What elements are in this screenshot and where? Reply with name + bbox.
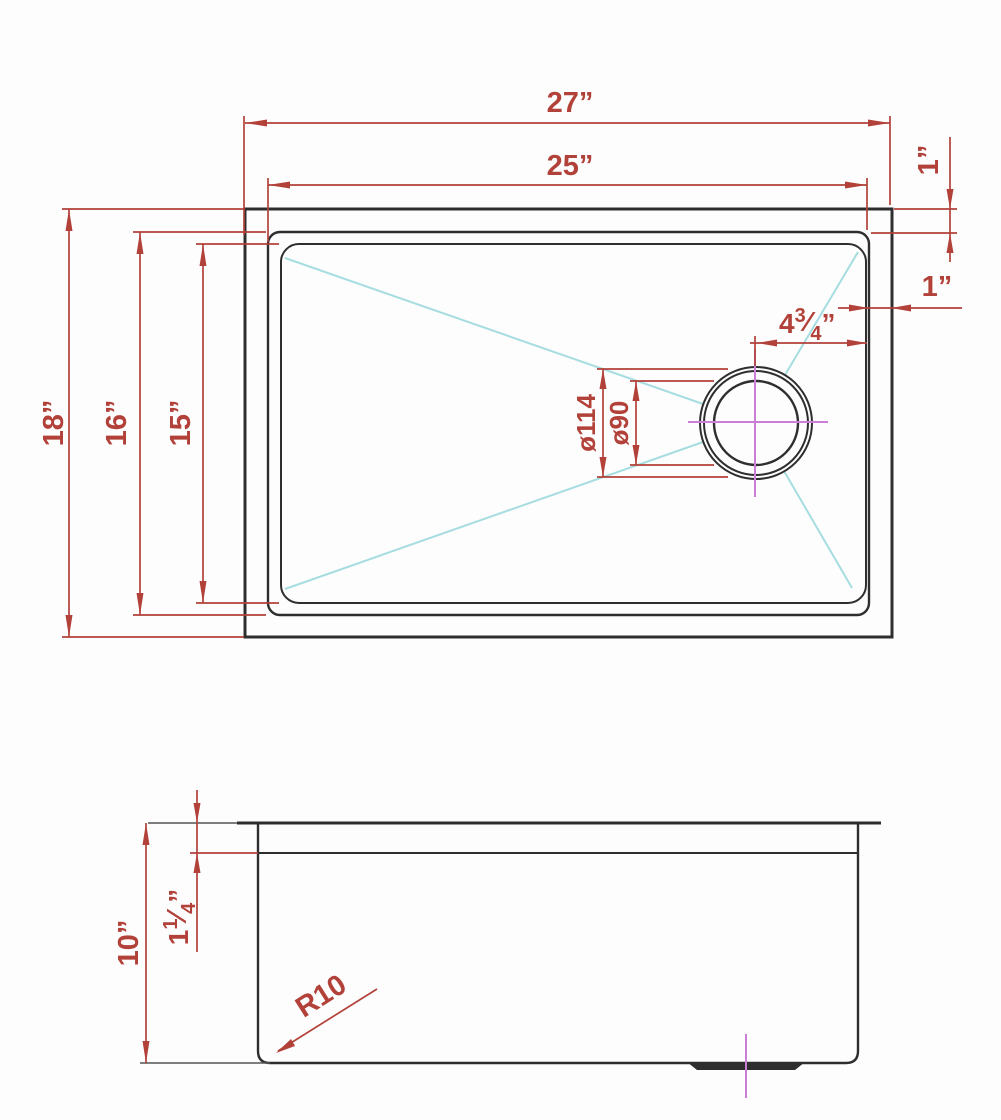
fraction-numerator: 3 (795, 305, 806, 327)
arrowhead (199, 581, 207, 603)
arrowhead (946, 189, 954, 209)
arrowhead (847, 339, 867, 347)
fraction-whole: 4 (779, 308, 795, 339)
dim-corner-radius: R10 (276, 969, 378, 1053)
arrowhead (142, 823, 150, 845)
dim-rim-top-right: 1” (871, 137, 957, 262)
arrowhead (142, 1041, 150, 1063)
dim-bowl-inner-depth: 15” (165, 243, 279, 604)
dim-label-rim-right-side: 1” (922, 271, 953, 303)
arrowhead (65, 209, 73, 231)
arrowhead (245, 119, 267, 127)
dim-bowl-outer-depth: 16” (101, 231, 266, 616)
dim-drain-offset: 43⁄4” (750, 305, 867, 366)
dim-label-drain-opening-dia: ø90 (604, 401, 634, 446)
arrowhead (136, 593, 144, 615)
side-view: 10” 11⁄4” R10 (113, 790, 881, 1098)
arrowhead (65, 615, 73, 637)
arrowhead (868, 119, 890, 127)
dim-label-bowl-outer-depth: 16” (101, 400, 133, 447)
dim-outer-depth: 18” (38, 208, 244, 638)
dim-label-bowl-inner-depth: 15” (165, 400, 197, 447)
dim-label-bowl-depth: 10” (113, 920, 145, 967)
top-view: 27” 25” 18” 16” (38, 87, 962, 639)
arrowhead (193, 803, 201, 823)
fraction-whole: 1 (163, 930, 194, 946)
arrowhead (946, 233, 954, 253)
arrowhead (849, 304, 869, 312)
arrowhead (632, 381, 640, 401)
arrowhead (757, 339, 777, 347)
arrowhead (136, 232, 144, 254)
dim-bowl-depth: 10” (113, 823, 150, 1063)
dim-label-rim-top-right: 1” (913, 145, 945, 176)
dim-bowl-width: 25” (267, 150, 868, 242)
dim-rim-right-side: 1” (838, 271, 962, 312)
crease-line-bottom-right (783, 470, 853, 589)
fraction-unit: ” (822, 308, 836, 339)
dim-label-drain-hole-dia: ø114 (571, 394, 601, 452)
dim-label-rim-height: 11⁄4” (160, 889, 200, 946)
fraction-denominator: 4 (810, 323, 822, 345)
fraction-unit: ” (163, 889, 194, 903)
sink-outer-flange-outline (243, 207, 894, 639)
fraction-numerator: 1 (160, 919, 182, 930)
arrowhead (276, 1039, 295, 1053)
bowl-left-wall (256, 823, 271, 1065)
dim-drain-hole-dia: ø114 (571, 368, 728, 478)
dim-label-outer-width: 27” (547, 87, 594, 119)
bowl-bottom-edge-outline (280, 243, 867, 604)
dim-drain-opening-dia: ø90 (604, 380, 714, 466)
leader-line (277, 988, 378, 1052)
crease-line-bottom-left (284, 441, 704, 590)
bowl-right-wall (845, 823, 860, 1065)
arrowhead (599, 457, 607, 477)
arrowhead (632, 445, 640, 465)
dim-rim-height: 11⁄4” (160, 790, 258, 952)
dim-label-outer-depth: 18” (38, 400, 70, 447)
arrowhead (599, 369, 607, 389)
dim-outer-width: 27” (243, 87, 891, 235)
crease-line-top-left (284, 257, 704, 405)
crease-line-top-right (784, 251, 859, 376)
bowl-top-edge-outline (266, 230, 871, 617)
arrowhead (891, 304, 911, 312)
fraction-denominator: 4 (178, 902, 200, 914)
arrowhead (193, 853, 201, 873)
dim-label-bowl-width: 25” (547, 150, 594, 182)
arrowhead (199, 244, 207, 266)
arrowhead (268, 181, 290, 189)
dim-label-corner-radius: R10 (290, 969, 352, 1025)
arrowhead (845, 181, 867, 189)
